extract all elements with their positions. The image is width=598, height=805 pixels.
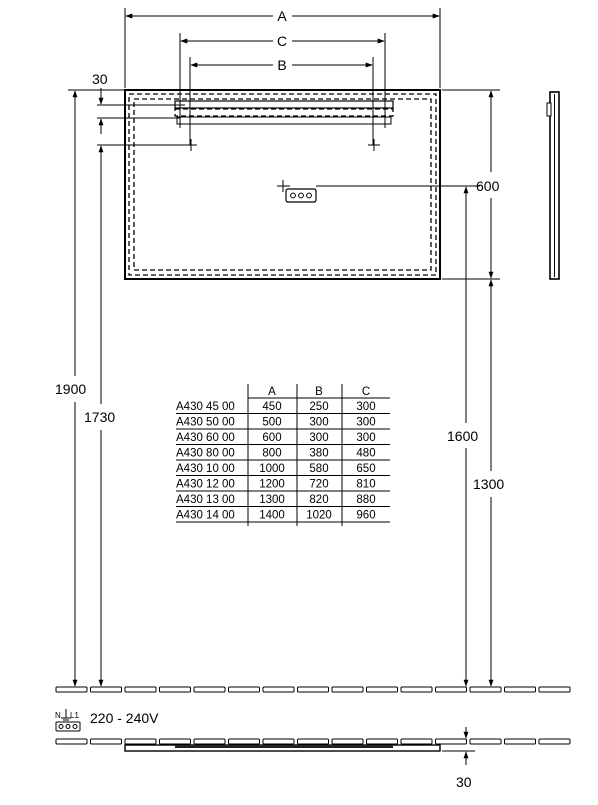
dimension-top-offset: 30 — [92, 71, 185, 134]
dimension-c-label: C — [277, 33, 287, 49]
floor-tile — [435, 738, 467, 745]
table-cell-c: 300 — [356, 432, 375, 444]
table-cell-b: 720 — [309, 479, 328, 491]
electrical-connection-icon: N L1 — [55, 709, 81, 732]
table-cell-model: A430 50 00 — [176, 417, 235, 429]
table-cell-b: 380 — [309, 448, 328, 460]
floor-tile — [504, 686, 536, 693]
dimension-b-label: B — [277, 57, 286, 73]
floor-tile — [366, 738, 398, 745]
h1900-label: 1900 — [55, 381, 86, 397]
floor-tile — [228, 738, 260, 745]
table-cell-a: 1300 — [259, 494, 285, 506]
mirror-bottom-view — [124, 744, 441, 752]
mirror-height-label: 600 — [476, 178, 500, 194]
floor-tile — [228, 686, 260, 693]
floor-tile — [435, 686, 467, 693]
table-cell-c: 880 — [356, 494, 375, 506]
table-cell-c: 480 — [356, 448, 375, 460]
table-cell-b: 580 — [309, 463, 328, 475]
table-cell-a: 450 — [262, 401, 281, 413]
dimension-c: C — [179, 33, 386, 128]
dimension-1900: 1900 — [55, 89, 124, 687]
table-cell-c: 960 — [356, 510, 375, 522]
floor-tile — [297, 686, 329, 693]
h1300-label: 1300 — [473, 476, 504, 492]
table-cell-a: 500 — [262, 417, 281, 429]
floor-tile — [400, 738, 433, 745]
floor-tile — [400, 686, 433, 693]
floor-tile — [159, 738, 191, 745]
table-cell-model: A430 45 00 — [176, 401, 235, 413]
floor-tile — [159, 686, 191, 693]
floor-tile — [366, 686, 398, 693]
table-cell-a: 1200 — [259, 479, 285, 491]
table-cell-model: A430 10 00 — [176, 463, 235, 475]
table-cell-b: 300 — [309, 417, 328, 429]
h1600-label: 1600 — [447, 428, 478, 444]
floor-tile — [538, 686, 571, 693]
floor-tile — [504, 738, 536, 745]
floor-tile — [90, 686, 122, 693]
table-cell-model: A430 13 00 — [176, 494, 235, 506]
floor-tile — [469, 738, 502, 745]
dimension-600: 600 — [442, 89, 500, 280]
floor-tile — [193, 686, 226, 693]
table-cell-b: 820 — [309, 494, 328, 506]
live-letter: L1 — [70, 711, 79, 720]
table-cell-model: A430 12 00 — [176, 479, 235, 491]
floor-tile — [55, 686, 88, 693]
floor-tile — [124, 686, 157, 693]
table-cell-b: 300 — [309, 432, 328, 444]
table-header-a: A — [268, 386, 276, 398]
floor-tile — [90, 738, 122, 745]
dimension-1600: 1600 — [447, 186, 478, 687]
table-cell-b: 1020 — [306, 510, 332, 522]
floor-tile — [538, 738, 571, 745]
table-cell-c: 300 — [356, 401, 375, 413]
table-cell-a: 600 — [262, 432, 281, 444]
table-cell-c: 300 — [356, 417, 375, 429]
dimension-a: A — [124, 8, 441, 88]
table-cell-model: A430 60 00 — [176, 432, 235, 444]
floor-tile — [331, 738, 364, 745]
floor-line — [55, 686, 571, 693]
neutral-letter: N — [55, 711, 61, 720]
table-cell-a: 800 — [262, 448, 281, 460]
table-cell-a: 1400 — [259, 510, 285, 522]
dimension-a-label: A — [277, 8, 287, 24]
table-cell-model: A430 14 00 — [176, 510, 235, 522]
table-header-c: C — [362, 386, 370, 398]
floor-tile — [193, 738, 226, 745]
bottom-offset-label: 30 — [456, 774, 472, 790]
mirror-front-view — [124, 89, 441, 280]
floor-tile — [55, 738, 88, 745]
floor-tile — [297, 738, 329, 745]
h1730-label: 1730 — [84, 409, 115, 425]
wall-anchor-right — [368, 139, 380, 151]
power-connector-icon — [277, 180, 480, 203]
dimension-bottom-offset: 30 — [442, 727, 475, 790]
floor-tile — [124, 738, 157, 745]
table-header-b: B — [315, 386, 323, 398]
top-offset-label: 30 — [92, 71, 108, 87]
table-cell-b: 250 — [309, 401, 328, 413]
table-cell-model: A430 80 00 — [176, 448, 235, 460]
dimension-1730: 1730 — [84, 144, 186, 687]
table-cell-c: 810 — [356, 479, 375, 491]
mirror-side-view — [546, 91, 560, 280]
floor-tile — [469, 686, 502, 693]
wall-anchor-left — [185, 139, 197, 151]
dimension-1300: 1300 — [473, 279, 504, 687]
table-cell-c: 650 — [356, 463, 375, 475]
floor-tile — [331, 686, 364, 693]
floor-line-bottom — [55, 738, 571, 745]
table-cell-a: 1000 — [259, 463, 285, 475]
floor-tile — [262, 738, 295, 745]
floor-tile — [262, 686, 295, 693]
voltage-label: 220 - 240V — [90, 710, 159, 726]
